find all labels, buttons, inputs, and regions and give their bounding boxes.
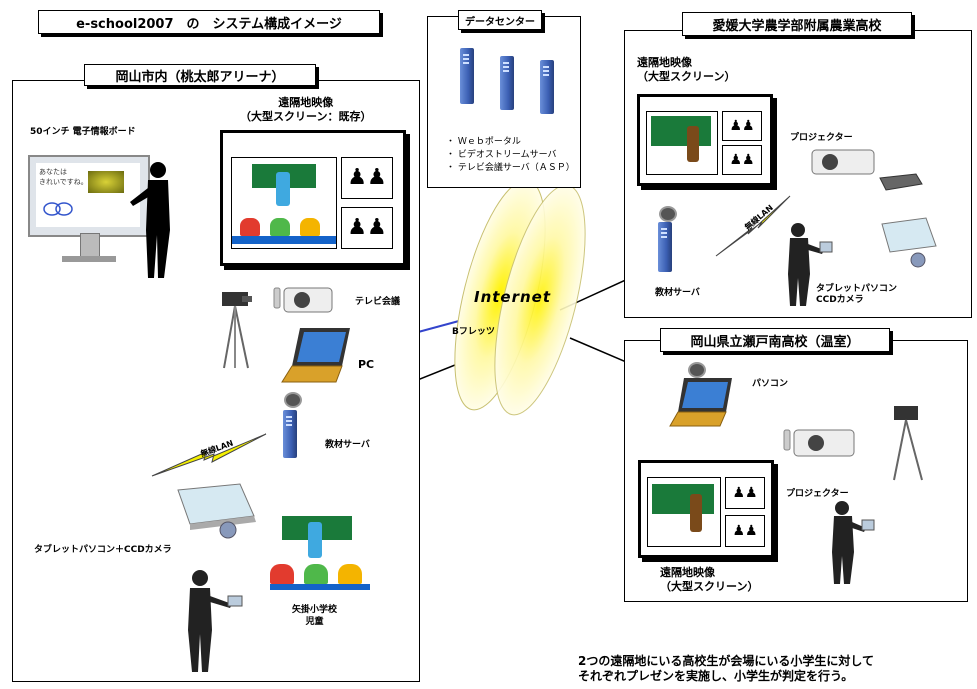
ehime-projector-label: プロジェクター xyxy=(790,133,853,143)
laptop-pc-icon xyxy=(281,328,350,383)
person-with-tablet xyxy=(188,570,243,672)
audience-thumb-bottom: ♟♟ xyxy=(341,207,393,249)
okayama-tablet-label: タブレットパソコン＋CCDカメラ xyxy=(34,545,172,555)
ehime-server-label: 教材サーバ xyxy=(655,288,700,298)
projector-icon xyxy=(273,287,333,313)
setonan-projector-icon xyxy=(783,429,855,457)
setonan-projector-label: プロジェクター xyxy=(786,489,849,499)
setonan-title: 岡山県立瀬戸南高校（温室） xyxy=(660,328,890,352)
ehime-audience-thumb-top: ♟♟ xyxy=(722,111,762,141)
okayama-material-server xyxy=(283,410,297,458)
setonan-remote-screen: ♟♟ ♟♟ xyxy=(638,460,774,558)
okayama-webcam-icon xyxy=(284,392,302,408)
presenter-silhouette xyxy=(130,162,170,278)
page-title: e-school2007 の システム構成イメージ xyxy=(38,10,380,34)
board-display: あなたは きれいですね。 xyxy=(36,163,140,227)
okayama-screen-label: 遠隔地映像 （大型スクリーン：既存） xyxy=(240,96,372,123)
board-label: 50インチ 電子情報ボード xyxy=(30,127,136,137)
ehime-webcam-icon xyxy=(659,206,677,222)
setonan-person-with-tablet xyxy=(832,501,875,584)
ehime-screen-label: 遠隔地映像 （大型スクリーン） xyxy=(637,56,736,83)
wireless-bolt-icon xyxy=(151,433,267,477)
board-image xyxy=(88,171,124,193)
ehime-teacher-scene xyxy=(646,111,718,175)
description-note: 2つの遠隔地にいる高校生が会場にいる小学生に対して それぞれプレゼンを実施し、小… xyxy=(578,654,874,683)
ehime-remote-screen: ♟♟ ♟♟ xyxy=(637,94,773,186)
ehime-material-server xyxy=(658,222,672,272)
ehime-projector-icon xyxy=(811,149,875,175)
datacenter-service-list: ・ Ｗｅｂポータル ・ ビデオストリームサーバ ・ テレビ会議サーバ（ＡＳＰ） xyxy=(446,136,575,175)
tablet-pc-icon xyxy=(177,483,256,539)
setonan-pc-label: パソコン xyxy=(752,379,789,389)
bflets-label: Bフレッツ xyxy=(452,327,495,337)
audience-thumb-top: ♟♟ xyxy=(341,157,393,199)
ehime-device-icon xyxy=(879,173,923,191)
setonan-laptop-icon xyxy=(669,378,732,427)
ehime-wireless-bolt-icon xyxy=(715,195,791,257)
setonan-webcam-icon xyxy=(688,362,706,378)
setonan-audience-thumb-top: ♟♟ xyxy=(725,477,765,509)
school-label: 矢掛小学校 児童 xyxy=(292,605,338,627)
teleconf-label: テレビ会議 xyxy=(355,297,401,307)
setonan-audience-thumb-bottom: ♟♟ xyxy=(725,515,765,547)
ehime-tablet-icon xyxy=(881,217,937,268)
okayama-title: 岡山市内（桃太郎アリーナ） xyxy=(84,64,316,86)
internet-label: Internet xyxy=(474,288,552,306)
datacenter-service: ・ テレビ会議サーバ（ＡＳＰ） xyxy=(446,163,575,173)
board-text: あなたは きれいですね。 xyxy=(39,168,88,186)
ehime-audience-thumb-bottom: ♟♟ xyxy=(722,145,762,175)
datacenter-title: データセンター xyxy=(458,10,542,30)
datacenter-service: ・ ビデオストリームサーバ xyxy=(446,150,557,160)
setonan-camera-icon xyxy=(893,406,923,481)
ehime-person-with-tablet xyxy=(788,223,833,306)
ehime-tablet-label: タブレットパソコン CCDカメラ xyxy=(816,284,898,305)
okayama-remote-screen: ♟♟ ♟♟ xyxy=(220,130,406,266)
setonan-teacher-scene xyxy=(647,477,721,547)
datacenter-server-1 xyxy=(460,48,474,104)
okayama-server-label: 教材サーバ xyxy=(325,440,370,450)
pc-label: PC xyxy=(358,358,375,371)
board-base xyxy=(62,256,116,262)
setonan-screen-label: 遠隔地映像 （大型スクリーン） xyxy=(660,566,759,593)
datacenter-service: ・ Ｗｅｂポータル xyxy=(446,137,521,147)
datacenter-server-3 xyxy=(540,60,554,114)
classroom-scene xyxy=(231,157,337,249)
students-scene xyxy=(270,512,380,592)
datacenter-server-2 xyxy=(500,56,514,110)
ehime-title: 愛媛大学農学部附属農業高校 xyxy=(682,12,912,36)
video-camera-icon xyxy=(222,292,252,369)
